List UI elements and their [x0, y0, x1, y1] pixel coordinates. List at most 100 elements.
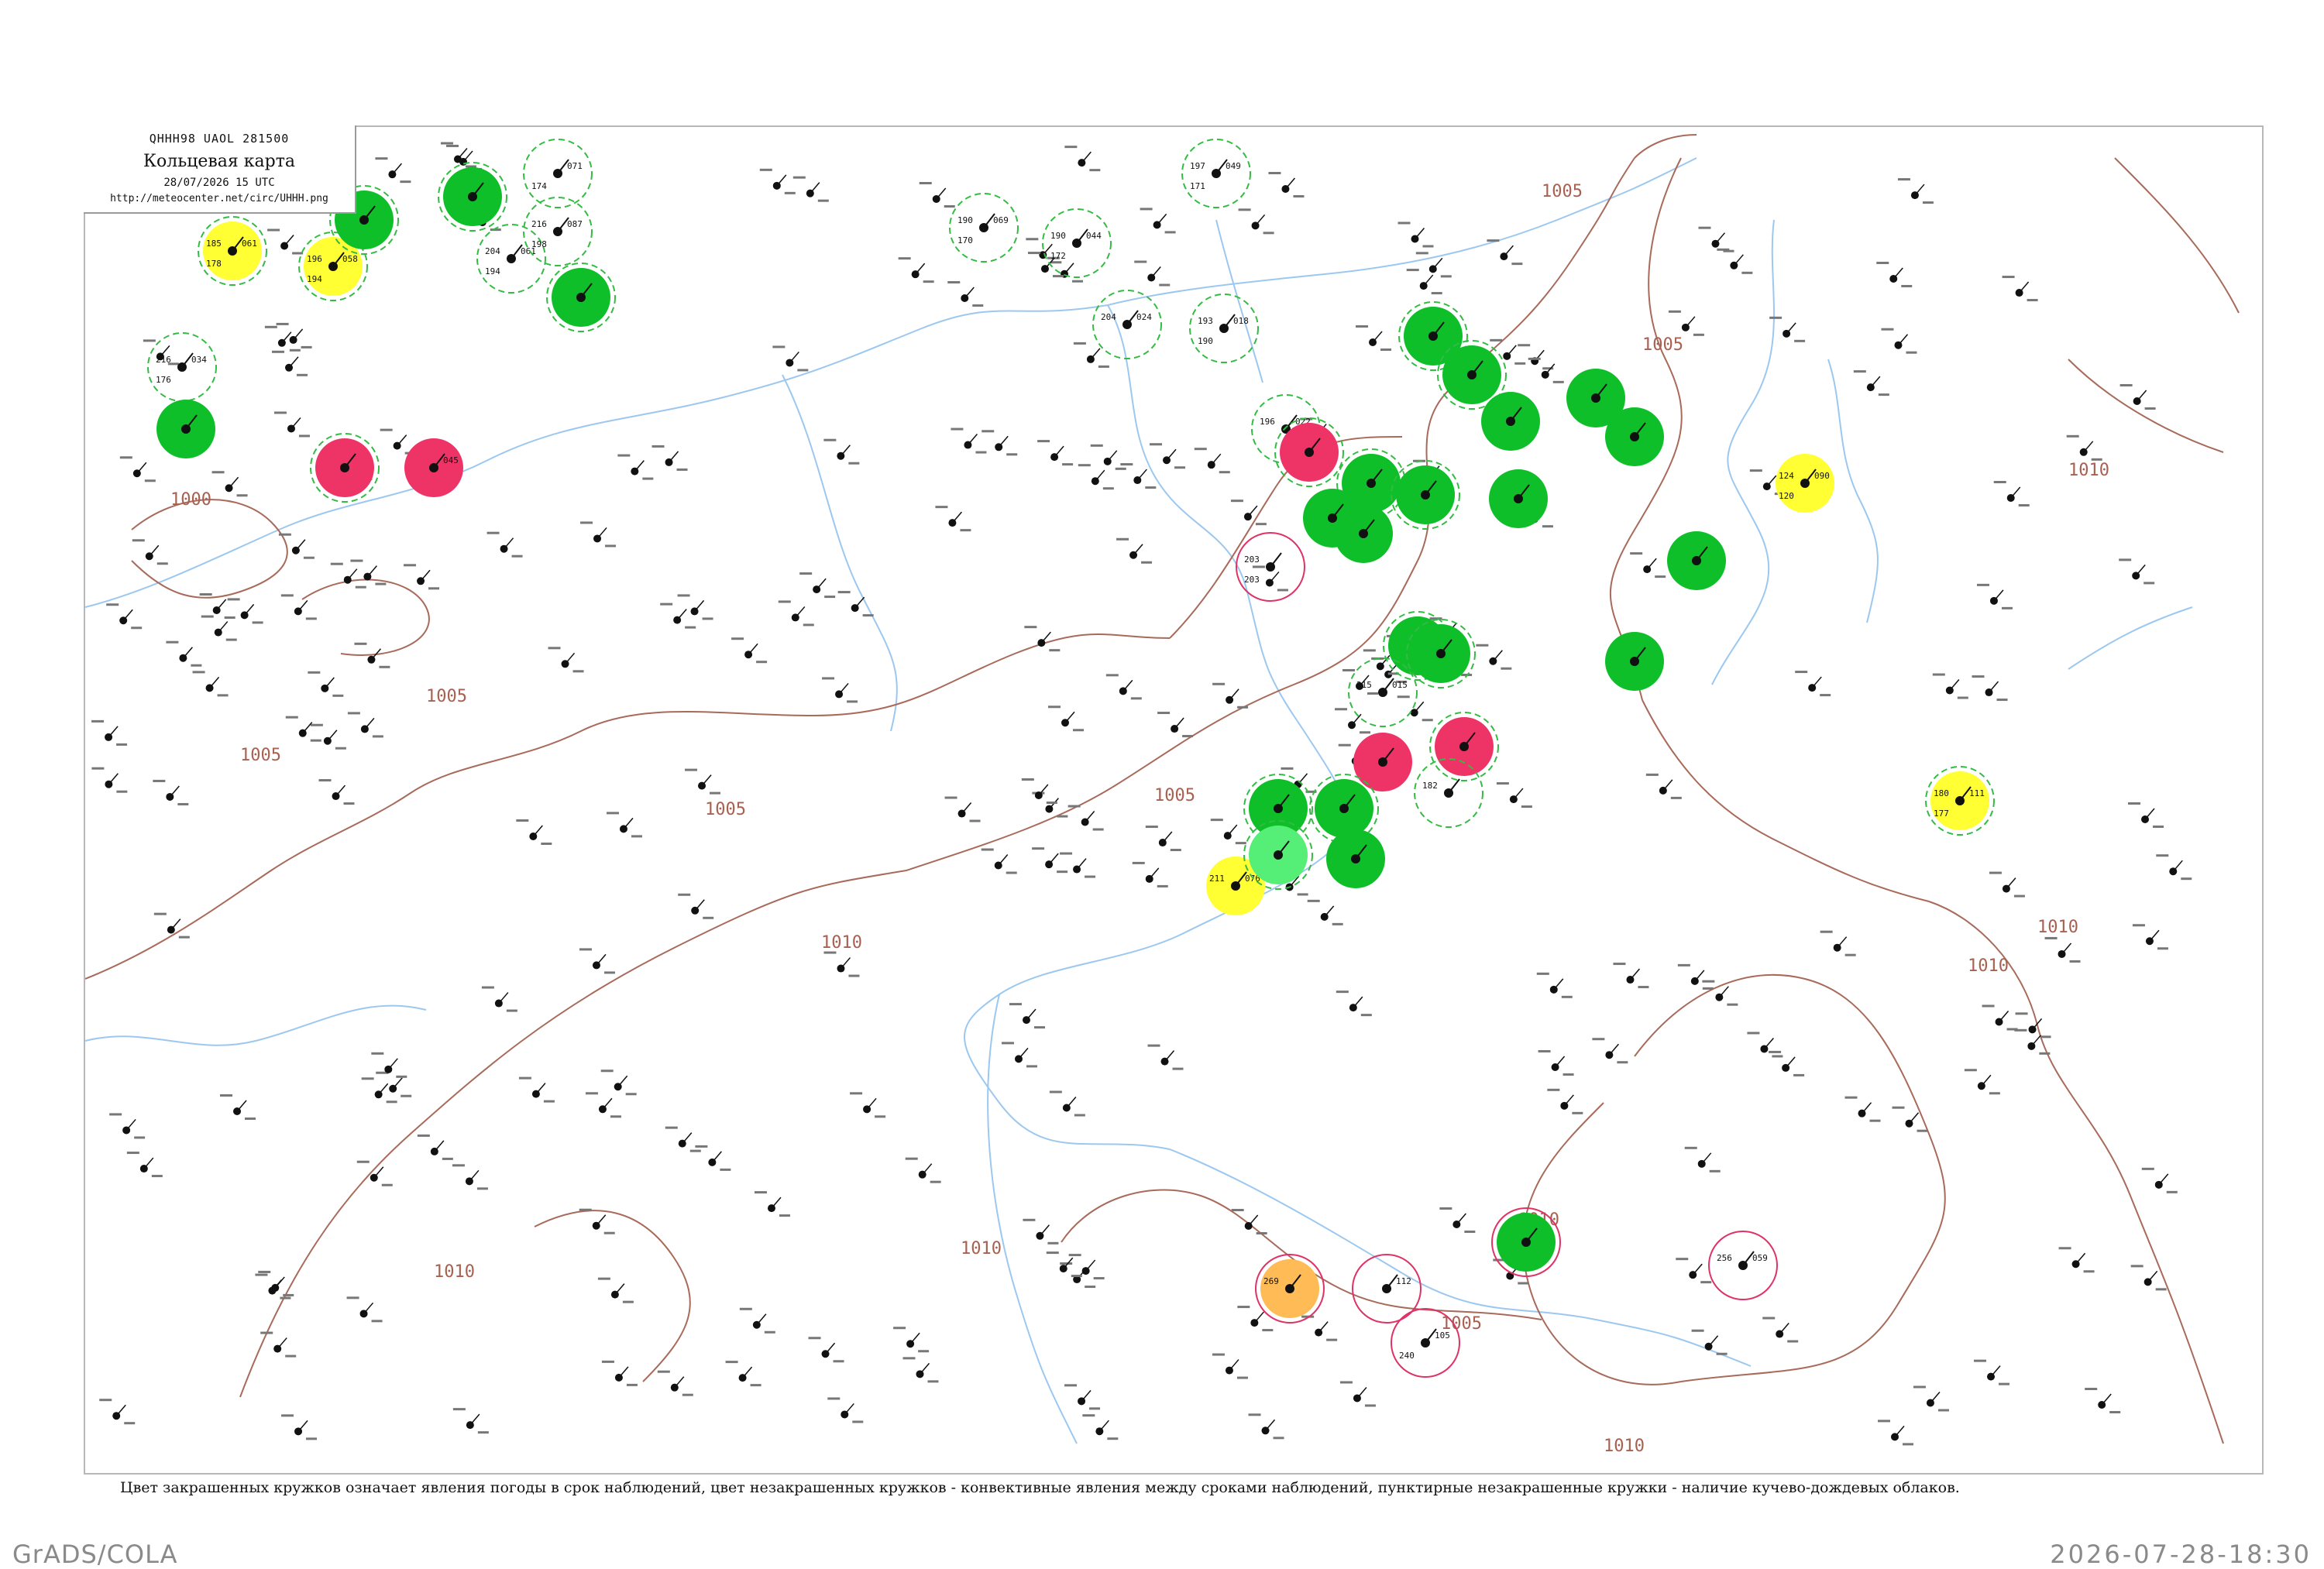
station-value-mark: [1307, 899, 1320, 902]
wind-barb: [838, 682, 849, 695]
station-value-mark: [1212, 682, 1226, 685]
wind-barb: [108, 726, 119, 738]
station-value-mark: [1380, 348, 1392, 351]
wind-barb: [462, 150, 473, 163]
wind-barb: [810, 182, 820, 194]
station-value-mark: [580, 521, 593, 524]
river-line: [1107, 157, 1697, 306]
wind-barb: [1355, 844, 1367, 860]
station-value-mark: [975, 451, 987, 454]
station-value-mark: [1881, 328, 1894, 331]
isobar-label: 1005: [1642, 335, 1683, 355]
station-value-mark: [1172, 1067, 1184, 1070]
station-value-mark: [1098, 365, 1109, 368]
station-value-mark: [1561, 995, 1573, 998]
station-value-mark: [626, 1383, 638, 1386]
station-value-mark: [1078, 464, 1091, 467]
station-value-mark: [1364, 1404, 1376, 1407]
isobar-label: 1010: [961, 1239, 1002, 1258]
station-value-mark: [1256, 1232, 1267, 1235]
wind-barb: [1382, 678, 1394, 693]
station-value-mark: [1024, 626, 1037, 629]
station-value-mark: [1698, 226, 1711, 229]
station-value-mark: [1542, 367, 1554, 370]
station-value-mark: [220, 1093, 233, 1097]
station-value-mark: [1085, 1286, 1096, 1289]
station-value-mark: [631, 835, 642, 838]
station-value-mark: [622, 1300, 634, 1303]
station-dewpoint: 203: [1244, 575, 1260, 585]
station-pressure: 061: [242, 239, 257, 249]
station-value-mark: [1102, 487, 1114, 490]
wind-barb: [1981, 1074, 1992, 1087]
station-value-mark: [1630, 552, 1643, 555]
station-value-mark: [2013, 894, 2025, 898]
wind-barb: [682, 1132, 693, 1145]
station-value-mark: [371, 1320, 383, 1323]
cb-ring: [949, 193, 1019, 263]
station-value-mark: [380, 428, 393, 431]
station-value-mark: [1026, 238, 1039, 241]
station-value-mark: [1906, 351, 1917, 354]
station-value-mark: [1009, 1003, 1022, 1006]
wind-barb: [335, 784, 346, 797]
wind-barb: [1126, 310, 1139, 325]
wind-barb: [125, 1118, 136, 1131]
map-url[interactable]: http://meteocenter.net/circ/UHHH.png: [110, 193, 328, 204]
station-value-mark: [192, 671, 205, 674]
wind-barb: [866, 1097, 877, 1110]
station-value-mark: [1387, 672, 1399, 675]
station-value-mark: [1074, 1114, 1085, 1117]
cb-ring: [476, 224, 546, 294]
station-value-mark: [703, 916, 714, 919]
station-value-mark: [1528, 357, 1541, 360]
station-value-mark: [1869, 1119, 1881, 1122]
wind-barb: [1064, 263, 1074, 275]
wind-barb: [557, 159, 569, 174]
station-pressure: 058: [342, 254, 358, 264]
wind-barb: [1733, 254, 1744, 266]
station-value-mark: [935, 506, 948, 509]
station-value-mark: [1422, 245, 1434, 248]
wind-barb: [1510, 407, 1522, 422]
wind-barb: [2083, 441, 2094, 453]
station-value-mark: [1073, 342, 1086, 345]
wind-barb: [1380, 654, 1391, 667]
station-value-mark: [1464, 1230, 1476, 1233]
station-value-mark: [1093, 1277, 1105, 1280]
station-value-mark: [1741, 271, 1753, 274]
station-value-mark: [1049, 1090, 1062, 1093]
station-value-mark: [1072, 280, 1084, 283]
isobar-line: [1522, 1102, 1682, 1385]
station-value-mark: [225, 638, 237, 641]
station-value-mark: [685, 626, 696, 629]
wind-barb: [469, 1169, 480, 1182]
station-value-mark: [518, 1076, 531, 1080]
wind-barb: [297, 1420, 308, 1432]
station-value-mark: [199, 592, 212, 596]
wind-barb: [1162, 831, 1173, 843]
station-value-mark: [850, 1092, 863, 1095]
wind-barb: [1988, 681, 1999, 693]
station-value-mark: [833, 1360, 844, 1363]
cb-ring: [298, 232, 368, 301]
station-value-mark: [343, 802, 355, 805]
station-value-mark: [428, 587, 440, 590]
isobar-label: 1010: [1968, 956, 2009, 976]
station-value-mark: [224, 616, 235, 619]
station-value-mark: [1989, 871, 2002, 874]
station-value-mark: [372, 735, 383, 738]
wind-barb: [2137, 390, 2147, 402]
station-value-mark: [710, 791, 721, 795]
wind-barb: [1248, 1214, 1259, 1227]
station-value-mark: [1937, 1409, 1949, 1412]
river-line: [1711, 219, 1775, 685]
station-value-mark: [1046, 1251, 1059, 1255]
station-value-mark: [905, 1157, 918, 1160]
wind-barb: [1506, 345, 1517, 357]
wind-barb: [1870, 376, 1881, 388]
station-value-mark: [335, 747, 346, 750]
station-value-mark: [1067, 805, 1081, 808]
wind-barb: [1908, 1112, 1920, 1124]
wind-barb: [1701, 1152, 1712, 1165]
